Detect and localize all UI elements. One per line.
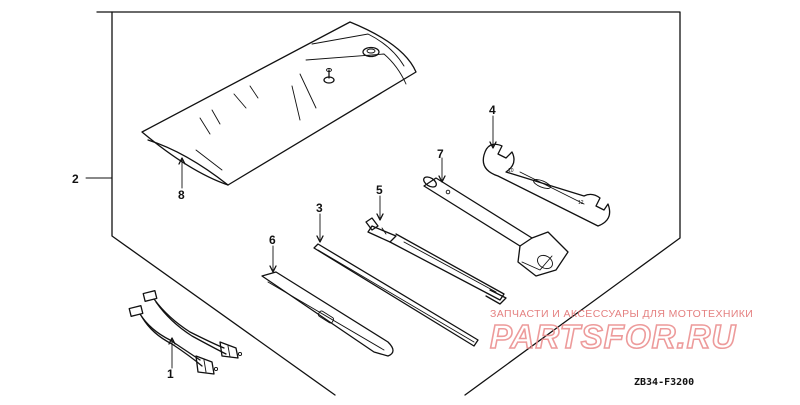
watermark-tagline: ЗАПЧАСТИ И АКСЕССУАРЫ ДЛЯ МОТОТЕХНИКИ: [490, 308, 753, 320]
callout-6: 6: [269, 233, 276, 247]
screwdriver: [365, 217, 507, 305]
diagram-code: ZB34-F3200: [634, 377, 694, 388]
plug-end-lower-icon: [195, 355, 215, 375]
callout-labels: 1 2 3 4 5 6 7 8: [72, 103, 496, 381]
open-end-wrench: 10 12: [482, 143, 611, 227]
clip-lower-icon: [128, 305, 144, 317]
leader-lines: [168, 115, 497, 369]
watermark-logo: PARTSFOR.RU: [490, 318, 736, 355]
callout-1: 1: [167, 367, 174, 381]
callout-4: 4: [489, 103, 496, 117]
extension-bar: [313, 243, 479, 347]
plug-end-upper-icon: [219, 341, 239, 359]
clip-upper-icon: [142, 290, 158, 302]
callout-2: 2: [72, 172, 79, 186]
flat-handle: [261, 271, 394, 357]
callout-7: 7: [437, 147, 444, 161]
kit-boundary: [85, 11, 681, 396]
callout-8: 8: [178, 188, 185, 202]
wrench-size-a: 10: [508, 168, 514, 174]
plug-box-wrench: [423, 176, 569, 277]
snap-button-icon: [362, 46, 380, 58]
callout-3: 3: [316, 201, 323, 215]
callout-5: 5: [376, 183, 383, 197]
cable-harness: [128, 290, 243, 375]
tool-bag: [141, 21, 417, 186]
watermark: ЗАПЧАСТИ И АКСЕССУАРЫ ДЛЯ МОТОТЕХНИКИ PA…: [489, 308, 753, 356]
wrench-size-b: 12: [578, 200, 584, 206]
